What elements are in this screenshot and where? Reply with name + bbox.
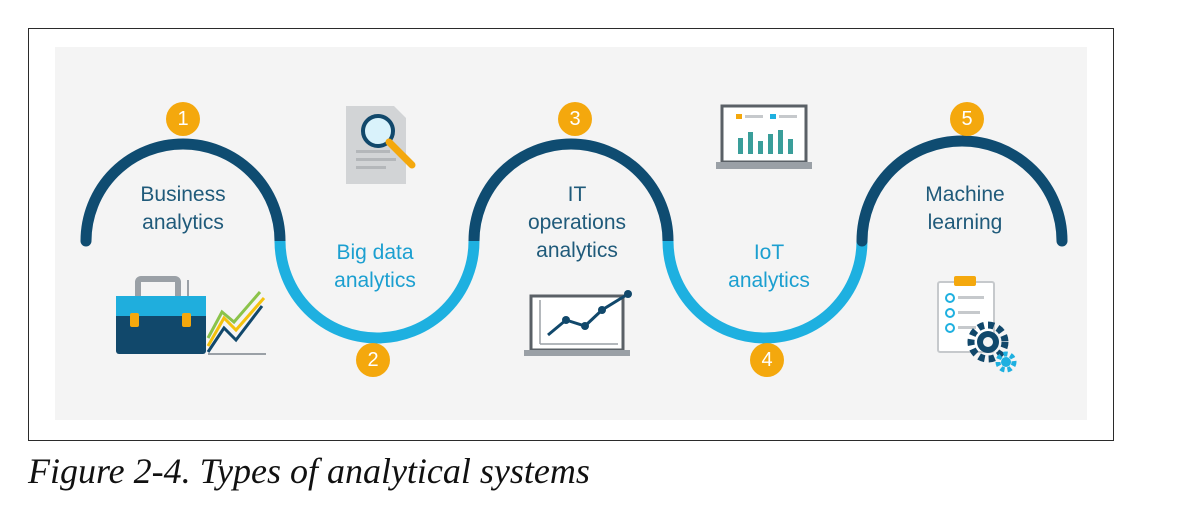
step-label-it-operations-analytics: IT operations analytics <box>492 181 662 265</box>
step-number-badge-1: 1 <box>166 102 200 136</box>
clipboard-gears-icon <box>937 276 1017 373</box>
label-line: Machine <box>925 183 1005 206</box>
step-number-badge-3: 3 <box>558 102 592 136</box>
laptop-linechart-icon <box>524 290 632 356</box>
briefcase-growth-icon <box>116 276 266 355</box>
label-line: Business <box>140 183 226 206</box>
label-line: operations <box>527 211 627 234</box>
figure-caption: Figure 2-4. Types of analytical systems <box>28 451 590 491</box>
document-search-icon <box>346 106 416 184</box>
arc-business-analytics <box>80 138 286 247</box>
step-number-badge-5: 5 <box>950 102 984 136</box>
laptop-barchart-icon <box>716 104 812 169</box>
step-number-badge-2: 2 <box>356 343 390 377</box>
arc-it-operations-analytics <box>468 138 674 242</box>
label-line: analytics <box>142 211 224 234</box>
label-line: IoT <box>753 241 785 264</box>
label-line: analytics <box>334 269 416 292</box>
arc-machine-learning <box>856 135 1068 247</box>
step-label-big-data-analytics: Big data analytics <box>290 239 460 295</box>
label-line: analytics <box>536 239 618 262</box>
step-label-machine-learning: Machine learning <box>880 181 1050 237</box>
label-line: learning <box>927 211 1003 234</box>
step-label-iot-analytics: IoT analytics <box>684 239 854 295</box>
label-line: IT <box>567 183 587 206</box>
arc-big-data-analytics <box>274 240 480 344</box>
label-line: analytics <box>728 269 810 292</box>
step-number-badge-4: 4 <box>750 343 784 377</box>
step-label-business-analytics: Business analytics <box>98 181 268 237</box>
label-line: Big data <box>336 241 414 264</box>
arc-iot-analytics <box>662 240 868 344</box>
